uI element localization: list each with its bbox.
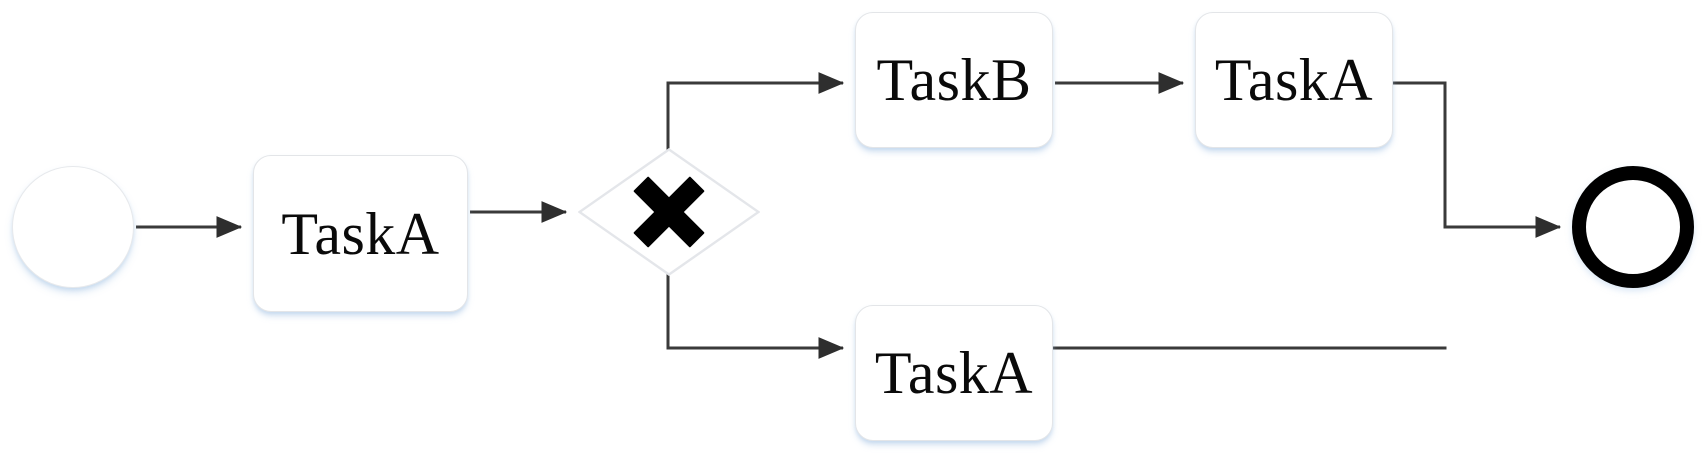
exclusive-gateway[interactable] (578, 148, 760, 276)
task-node-taskb[interactable]: TaskB (855, 12, 1053, 148)
gateway-x-icon (630, 173, 708, 251)
edge-gateway-to-taska-bottom (666, 273, 845, 359)
start-event[interactable] (12, 166, 134, 288)
task-node-taska-2[interactable]: TaskA (1195, 12, 1393, 148)
task-label: TaskA (281, 200, 440, 267)
task-label: TaskA (874, 340, 1034, 406)
end-event[interactable] (1572, 166, 1694, 288)
task-label: TaskB (876, 47, 1032, 113)
task-label: TaskA (1214, 47, 1374, 113)
task-node-taska-1[interactable]: TaskA (253, 155, 468, 312)
edge-gateway-to-taskb (666, 72, 845, 152)
edge-taska-top-to-end (1393, 81, 1562, 238)
task-node-taska-3[interactable]: TaskA (855, 305, 1053, 441)
